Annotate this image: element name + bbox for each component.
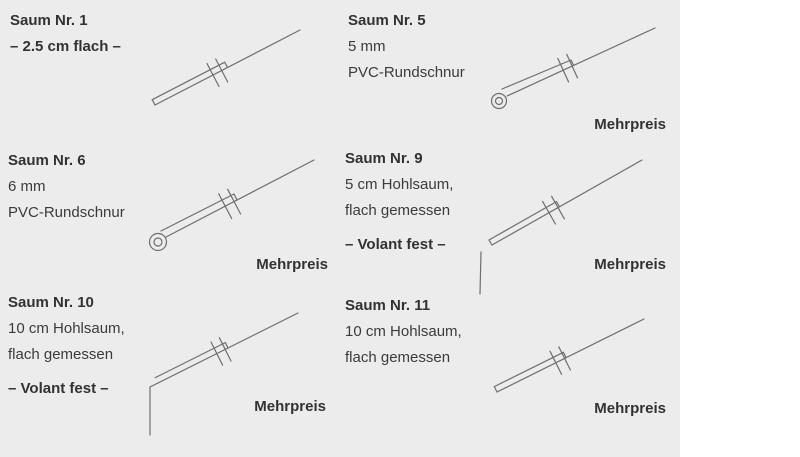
surcharge-label: Mehrpreis bbox=[594, 116, 666, 133]
panel-title: Saum Nr. 9 bbox=[345, 150, 423, 167]
panel-line: 10 cm Hohlsaum, bbox=[345, 323, 462, 340]
surcharge-label: Mehrpreis bbox=[256, 256, 328, 273]
seam-drawing-hollow-hem-volant-icon bbox=[149, 312, 299, 436]
panel-line: flach gemessen bbox=[8, 346, 114, 363]
panel-saum-5: Saum Nr. 5 5 mm PVC-Rundschnur bbox=[348, 8, 465, 86]
panel-note: – Volant fest – bbox=[345, 236, 446, 253]
panel-line: flach gemessen bbox=[345, 349, 451, 366]
seam-drawing-hollow-hem-icon bbox=[479, 159, 643, 295]
surcharge-label: Mehrpreis bbox=[594, 400, 666, 417]
seam-drawing-flat-hem-icon bbox=[151, 29, 301, 106]
gray-background-panel bbox=[0, 0, 680, 457]
panel-line: 10 cm Hohlsaum, bbox=[8, 320, 125, 337]
panel-line: 6 mm bbox=[8, 178, 46, 195]
panel-saum-6: Saum Nr. 6 6 mm PVC-Rundschnur bbox=[8, 148, 125, 226]
seam-drawing-pvc-cord-icon bbox=[490, 27, 656, 110]
panel-line: PVC-Rundschnur bbox=[8, 204, 125, 221]
panel-title: Saum Nr. 10 bbox=[8, 294, 94, 311]
panel-title: Saum Nr. 5 bbox=[348, 12, 426, 29]
panel-saum-11: Saum Nr. 11 10 cm Hohlsaum, flach gemess… bbox=[345, 293, 462, 371]
panel-saum-9: Saum Nr. 9 5 cm Hohlsaum, flach gemessen… bbox=[345, 146, 453, 258]
panel-line: PVC-Rundschnur bbox=[348, 64, 465, 81]
panel-line: 5 cm Hohlsaum, bbox=[345, 176, 454, 193]
panel-line: 5 mm bbox=[348, 38, 386, 55]
seam-drawing-hollow-hem-icon bbox=[493, 318, 645, 393]
panel-title: Saum Nr. 6 bbox=[8, 152, 86, 169]
surcharge-label: Mehrpreis bbox=[594, 256, 666, 273]
panel-saum-10: Saum Nr. 10 10 cm Hohlsaum, flach gemess… bbox=[8, 290, 125, 402]
seam-drawing-pvc-cord-icon bbox=[148, 159, 315, 252]
panel-line: flach gemessen bbox=[345, 202, 451, 219]
panel-note: – 2.5 cm flach – bbox=[10, 38, 121, 55]
panel-title: Saum Nr. 11 bbox=[345, 297, 431, 314]
panel-title: Saum Nr. 1 bbox=[10, 12, 88, 29]
panel-saum-1: Saum Nr. 1 – 2.5 cm flach – bbox=[10, 8, 121, 60]
surcharge-label: Mehrpreis bbox=[254, 398, 326, 415]
panel-note: – Volant fest – bbox=[8, 380, 109, 397]
